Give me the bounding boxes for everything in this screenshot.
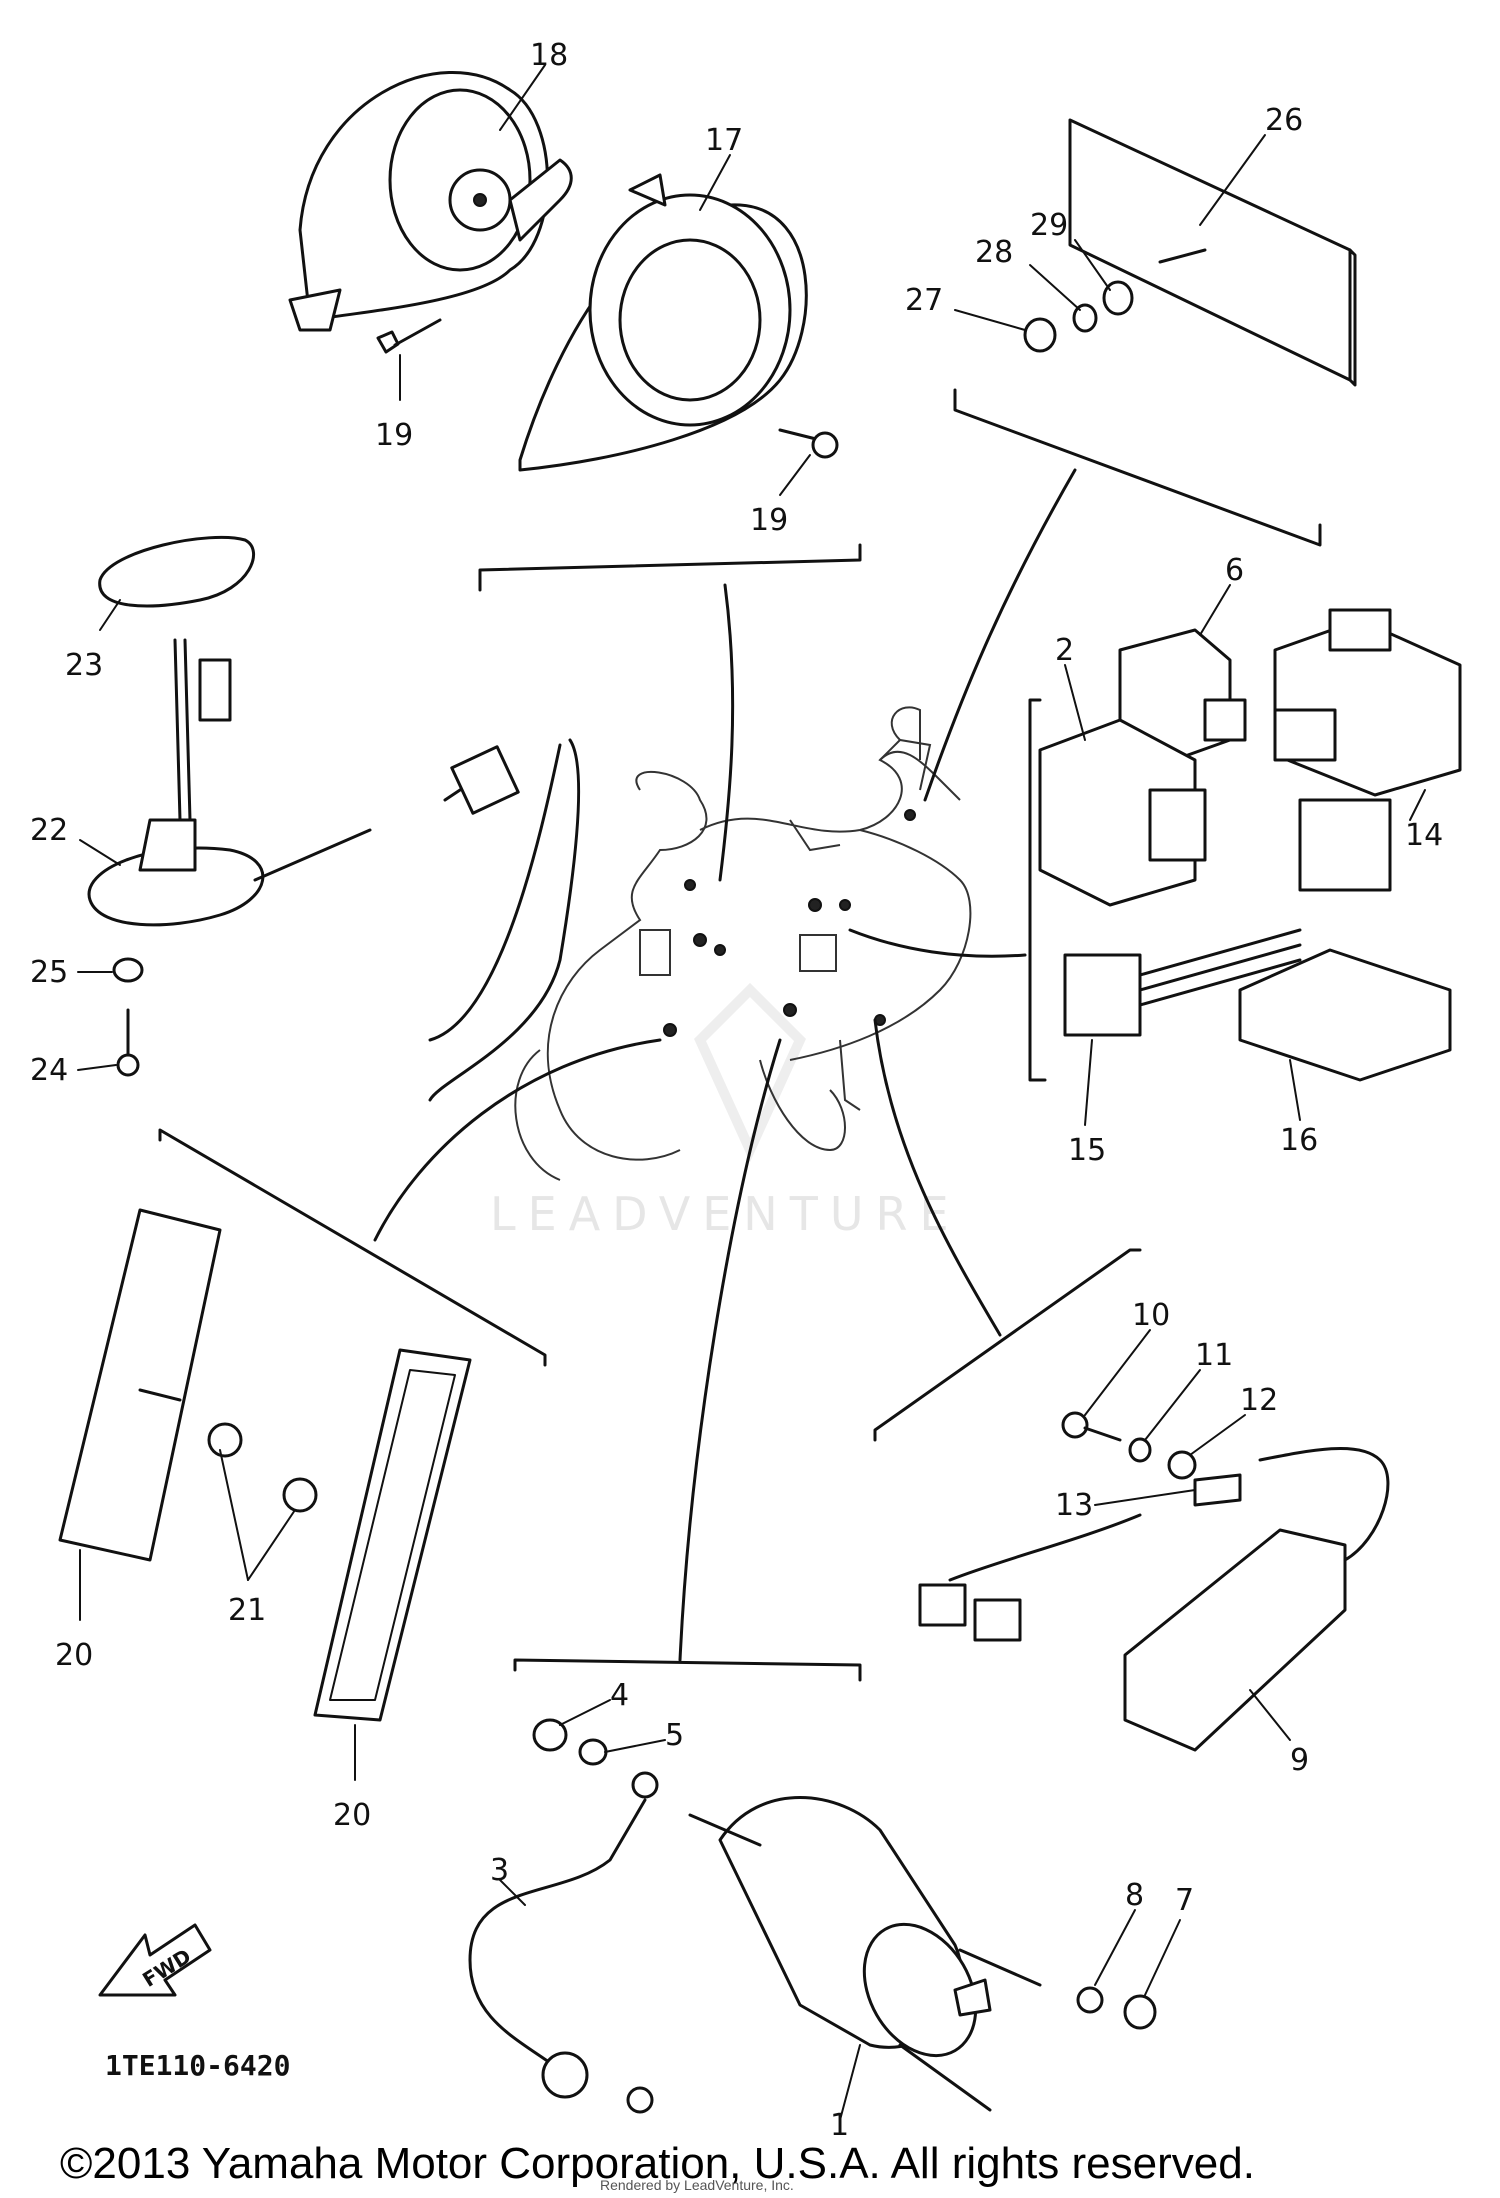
- callout-16: 16: [1280, 1123, 1318, 1158]
- callout-2: 2: [1055, 633, 1074, 668]
- forward-arrow-icon: FWD: [98, 1923, 212, 1997]
- watermark-text: LEADVENTURE: [490, 1187, 961, 1241]
- motorcycle-silhouette: [514, 706, 972, 1181]
- callout-17: 17: [705, 123, 743, 158]
- callout-28: 28: [975, 235, 1013, 270]
- relay-2: [1038, 718, 1207, 907]
- callout-numbers: 1 2 3 4 5 6 7 8 9 10 11 12 13 14 15 16 1…: [30, 38, 1443, 2143]
- horn-17: [518, 173, 808, 472]
- reflector-20-b: [313, 1348, 472, 1722]
- callout-29: 29: [1030, 208, 1068, 243]
- washer-28: [1072, 303, 1098, 333]
- leader-lines: [158, 388, 1322, 1682]
- clamp-13: [1193, 1473, 1242, 1507]
- callout-1: 1: [830, 2108, 849, 2143]
- callout-leaders: [77, 64, 1426, 2121]
- washer-5: [578, 1738, 608, 1766]
- screw-24: [116, 1008, 140, 1077]
- copyright-notice: ©2013 Yamaha Motor Corporation, U.S.A. A…: [60, 2139, 1255, 2188]
- nut-21-a: [207, 1422, 243, 1458]
- callout-20-a: 20: [55, 1638, 93, 1673]
- unit-14: [1273, 608, 1462, 797]
- callout-4: 4: [610, 1678, 629, 1713]
- callout-19-a: 19: [375, 418, 413, 453]
- nut-27: [1023, 317, 1057, 353]
- callout-26: 26: [1265, 103, 1303, 138]
- callout-24: 24: [30, 1053, 68, 1088]
- callout-3: 3: [490, 1853, 509, 1888]
- callout-15: 15: [1068, 1133, 1106, 1168]
- gasket-23: [98, 535, 256, 608]
- callout-19-b: 19: [750, 503, 788, 538]
- callout-10: 10: [1132, 1298, 1170, 1333]
- callout-23: 23: [65, 648, 103, 683]
- callout-22: 22: [30, 813, 68, 848]
- callout-8: 8: [1125, 1878, 1144, 1913]
- lead-3: [468, 1771, 659, 2114]
- bolt-19-a: [376, 318, 442, 354]
- nut-21-b: [282, 1477, 318, 1513]
- leadventure-watermark: LEADVENTURE: [490, 982, 961, 1241]
- callout-11: 11: [1195, 1338, 1233, 1373]
- grommet-25: [112, 957, 144, 983]
- callout-20-b: 20: [333, 1798, 371, 1833]
- bolt-10: [1061, 1411, 1122, 1442]
- connector-15: [1063, 798, 1392, 1037]
- plate-26: [1068, 118, 1357, 387]
- starter-relay-1: [688, 1796, 1042, 2112]
- rectifier-9: [918, 1446, 1390, 1752]
- fuel-sender-22: [87, 638, 520, 927]
- nut-7: [1123, 1994, 1157, 2030]
- callout-12: 12: [1240, 1383, 1278, 1418]
- connector-16: [1238, 948, 1452, 1082]
- bolt-19-b: [778, 428, 839, 459]
- figure-code: 1TE110-6420: [105, 2049, 290, 2082]
- callout-25: 25: [30, 955, 68, 990]
- callout-21: 21: [228, 1593, 266, 1628]
- callout-7: 7: [1175, 1883, 1194, 1918]
- bracket-sender: [428, 743, 562, 1042]
- callout-6: 6: [1225, 553, 1244, 588]
- washer-11: [1128, 1437, 1152, 1463]
- callout-9: 9: [1290, 1743, 1309, 1778]
- callout-5: 5: [665, 1718, 684, 1753]
- callout-13: 13: [1055, 1488, 1093, 1523]
- horn-18: [288, 71, 573, 332]
- callout-18: 18: [530, 38, 568, 73]
- washer-12: [1167, 1450, 1197, 1480]
- render-credit: Rendered by LeadVenture, Inc.: [600, 2177, 794, 2193]
- washer-8: [1076, 1986, 1104, 2014]
- reflector-20-a: [58, 1208, 222, 1562]
- nut-4: [532, 1718, 568, 1752]
- callout-14: 14: [1405, 818, 1443, 853]
- callout-27: 27: [905, 283, 943, 318]
